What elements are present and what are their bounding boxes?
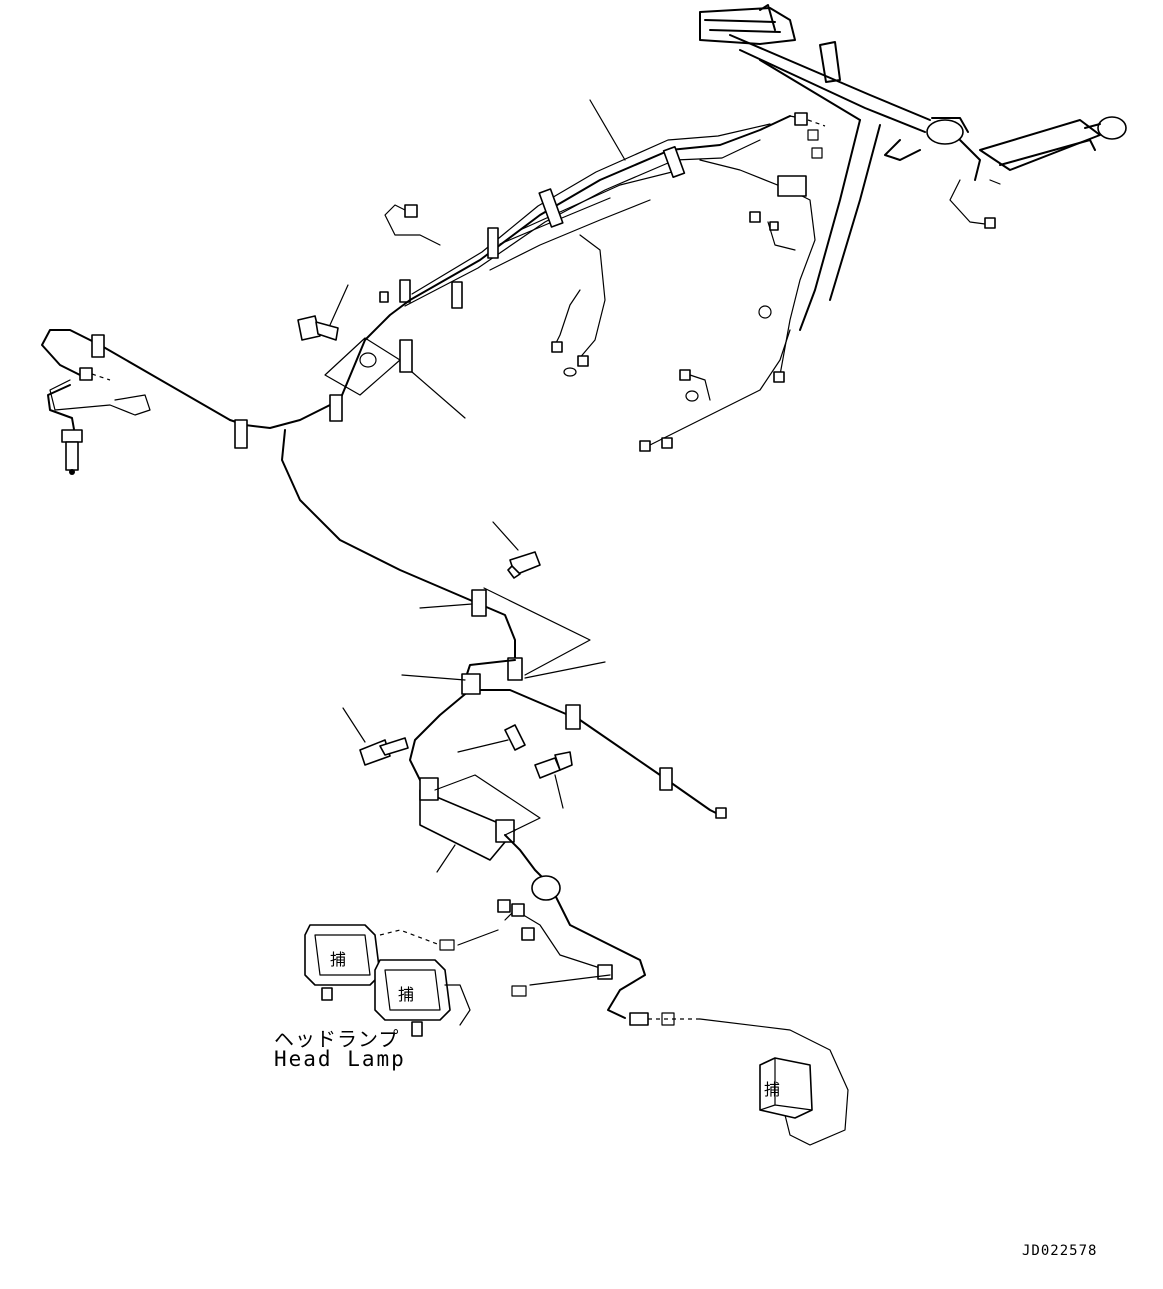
frame-assembly — [699, 4, 1127, 331]
drawing-code: JD022578 — [1022, 1243, 1098, 1259]
main-harness-bundle — [379, 112, 826, 452]
bolt-upper — [297, 315, 401, 396]
head-lamp-icon: 捕 捕 — [304, 924, 471, 1037]
svg-text:捕: 捕 — [764, 1080, 780, 1099]
head-lamp-label-jp: ヘッドランプ — [274, 1027, 400, 1051]
lamp-connectors — [439, 899, 613, 997]
head-lamp-label-en: Head Lamp — [274, 1047, 406, 1071]
svg-text:捕: 捕 — [398, 985, 414, 1004]
svg-text:捕: 捕 — [330, 950, 346, 969]
left-branch-harness — [41, 299, 516, 661]
mid-harness-clamps — [359, 551, 727, 819]
lower-bracket — [419, 774, 849, 1146]
work-lamp-icon: 捕 — [759, 1057, 813, 1119]
leader-lines — [329, 99, 626, 873]
